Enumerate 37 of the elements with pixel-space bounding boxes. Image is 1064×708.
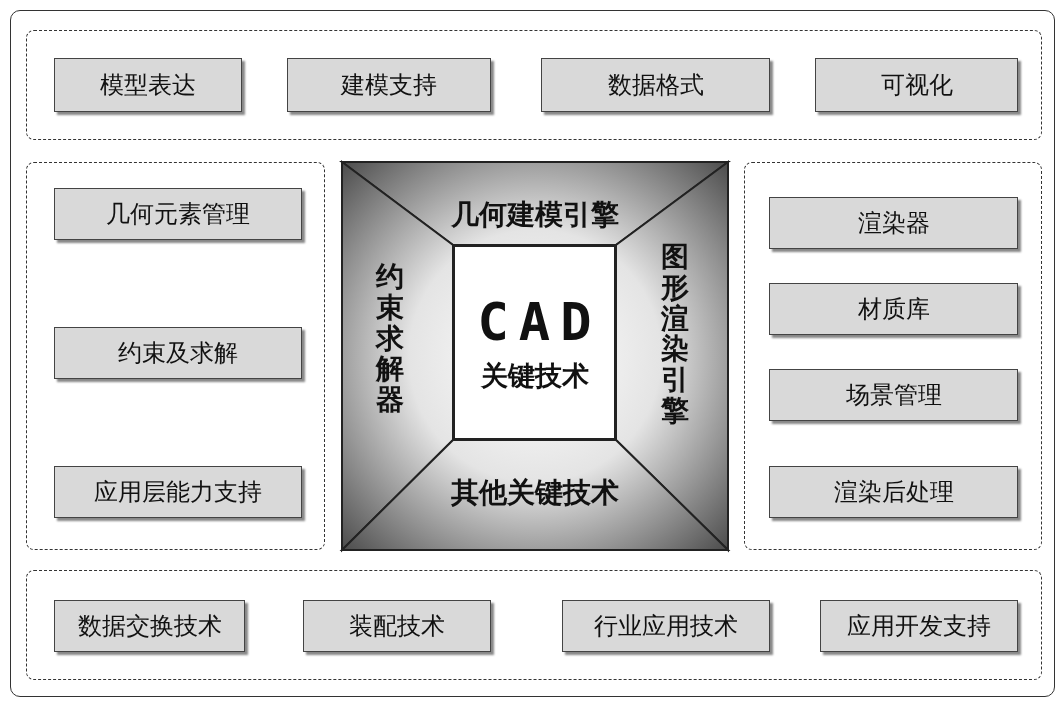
label-box [287, 58, 491, 112]
label-box [815, 58, 1018, 112]
label-box [769, 369, 1018, 421]
box-label: 装配技术 [349, 611, 445, 642]
core-subtitle: 关键技术 [480, 358, 589, 393]
box-label: 材质库 [857, 294, 930, 325]
box-label: 数据交换技术 [77, 611, 222, 642]
core-title: CAD [477, 291, 602, 352]
panel-label: 约束求解器 [376, 262, 404, 416]
label-box [303, 600, 491, 652]
box-label: 约束及求解 [118, 338, 238, 369]
box-label: 行业应用技术 [594, 611, 738, 642]
label-box [769, 283, 1018, 335]
label-box [769, 466, 1018, 518]
panel-label: 几何建模引擎 [450, 197, 620, 233]
core-square [453, 245, 616, 440]
box-label: 模型表达 [100, 70, 196, 101]
box-label: 数据格式 [607, 70, 704, 101]
box-label: 渲染器 [857, 208, 930, 239]
label-box [54, 58, 242, 112]
label-box [54, 327, 302, 379]
panel-label: 图形渲染引擎 [661, 242, 689, 427]
box-label: 可视化 [880, 70, 953, 101]
label-box [54, 188, 302, 240]
label-box [769, 197, 1018, 249]
box-label: 几何元素管理 [106, 199, 250, 230]
box-label: 应用层能力支持 [94, 477, 262, 508]
label-box [54, 600, 245, 652]
label-box [820, 600, 1018, 652]
box-label: 建模支持 [341, 70, 437, 101]
label-box [54, 466, 302, 518]
box-label: 渲染后处理 [833, 477, 954, 508]
panel-label: 其他关键技术 [450, 475, 620, 511]
label-box [541, 58, 770, 112]
label-box [562, 600, 770, 652]
box-label: 场景管理 [845, 380, 942, 411]
box-label: 应用开发支持 [847, 611, 991, 642]
